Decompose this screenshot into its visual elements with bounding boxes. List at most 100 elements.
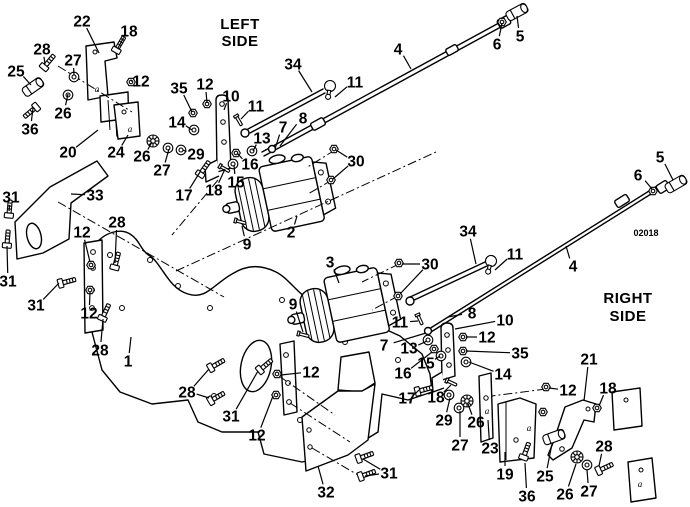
callout-label-12: 12 <box>302 365 319 382</box>
leader-line <box>189 171 201 189</box>
figure-number: 02018 <box>633 228 658 238</box>
nut-fastener-icon <box>541 382 551 392</box>
leader-line <box>30 107 34 122</box>
leader-line <box>241 225 245 237</box>
callout-label-11: 11 <box>507 247 524 264</box>
callout-label-8: 8 <box>468 306 477 323</box>
callout-label-15: 15 <box>227 175 245 192</box>
callout-label-34: 34 <box>284 57 302 74</box>
clip-plate-lower <box>627 457 657 503</box>
leader-line <box>240 110 249 120</box>
nut-fastener-icon <box>272 369 282 379</box>
leader-line <box>317 465 324 485</box>
leader-line <box>182 149 187 153</box>
bracket-mark: a <box>95 84 100 94</box>
callout-label-31: 31 <box>2 190 20 207</box>
leader-line <box>454 320 496 330</box>
callout-label-28: 28 <box>33 42 51 59</box>
callout-label-27: 27 <box>451 438 468 455</box>
leader-line <box>86 27 100 54</box>
leader-line <box>260 395 274 428</box>
callout-label-6: 6 <box>493 37 502 54</box>
callout-label-11: 11 <box>248 99 265 116</box>
nut-fastener-icon <box>126 77 136 87</box>
bolt-fastener-icon <box>22 101 42 119</box>
callout-label-26: 26 <box>556 487 574 504</box>
bolt-fastener-icon <box>97 303 111 323</box>
callout-label-27: 27 <box>580 484 597 501</box>
leader-line <box>128 336 132 354</box>
callout-label-9: 9 <box>289 297 298 314</box>
callout-label-14: 14 <box>168 115 186 132</box>
callout-label-17: 17 <box>398 391 415 408</box>
leader-line <box>498 22 503 37</box>
callout-label-25: 25 <box>7 64 25 81</box>
callout-label-31: 31 <box>222 409 240 426</box>
callout-label-29: 29 <box>187 147 205 164</box>
leader-line <box>565 245 571 259</box>
leader-line <box>100 318 104 343</box>
leader-line <box>233 164 236 175</box>
callout-label-4: 4 <box>394 42 403 59</box>
leader-line <box>410 351 433 369</box>
leader-line <box>598 453 603 467</box>
callout-label-27: 27 <box>153 163 170 180</box>
bracket-mark: a <box>638 479 643 489</box>
leader-line <box>409 320 419 323</box>
dash-dot-line <box>361 263 400 283</box>
pin-fastener-icon <box>233 217 247 225</box>
callout-label-16: 16 <box>394 366 412 383</box>
callout-label-26: 26 <box>54 106 72 123</box>
callout-label-10: 10 <box>222 89 239 106</box>
cyl-fastener-icon <box>21 77 45 97</box>
washer-fastener-icon <box>453 402 465 414</box>
callout-label-22: 22 <box>73 14 90 31</box>
leader-line <box>434 355 441 360</box>
callout-label-12: 12 <box>132 74 149 91</box>
left-side-label-line2: SIDE <box>221 33 258 50</box>
callout-label-28: 28 <box>178 385 196 402</box>
callout-label-28: 28 <box>108 215 126 232</box>
callout-label-5: 5 <box>656 150 665 167</box>
callout-label-29: 29 <box>435 413 453 430</box>
nut-fastener-icon <box>271 390 281 400</box>
bracket-mark: a <box>485 406 490 416</box>
leader-line <box>598 394 605 407</box>
bracket-mark: a <box>527 423 532 433</box>
callout-label-35: 35 <box>511 346 529 363</box>
gear-fastener-icon <box>460 394 474 408</box>
leader-line <box>43 56 46 65</box>
callout-label-30: 30 <box>347 154 364 171</box>
callout-label-7: 7 <box>380 338 389 355</box>
dash-dot-line <box>278 375 336 416</box>
callout-label-28: 28 <box>595 439 613 456</box>
nut-fastener-icon <box>538 407 548 417</box>
pin-fastener-icon <box>444 377 458 387</box>
callout-label-7: 7 <box>279 120 288 137</box>
callout-label-12: 12 <box>478 330 495 347</box>
leader-line <box>567 463 577 487</box>
left-side-label-line1: LEFT <box>220 16 260 33</box>
bolt-fastener-icon <box>194 160 211 180</box>
callout-label-35: 35 <box>170 81 188 98</box>
leader-line <box>235 370 259 410</box>
callout-label-14: 14 <box>494 367 512 384</box>
leader-line <box>117 37 125 49</box>
dash-dot-line <box>57 201 225 298</box>
dash-dot-line <box>57 65 133 113</box>
callout-label-12: 12 <box>80 306 97 323</box>
callout-label-15: 15 <box>417 356 435 373</box>
callout-label-11: 11 <box>392 315 409 332</box>
callout-label-36: 36 <box>518 489 536 506</box>
leader-line <box>236 152 243 160</box>
nut-fastener-icon <box>497 17 507 27</box>
leader-line <box>64 93 69 106</box>
leader-line <box>494 258 508 271</box>
callout-label-18: 18 <box>120 24 138 41</box>
leader-line <box>467 403 473 415</box>
callout-label-26: 26 <box>133 149 151 166</box>
leader-line <box>414 389 420 394</box>
callout-label-12: 12 <box>248 428 265 445</box>
